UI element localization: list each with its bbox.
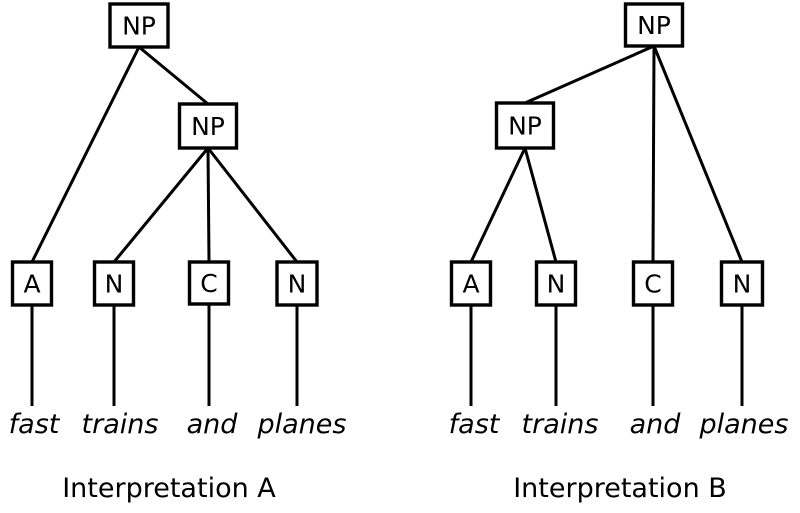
tree-interpretation-a-edge-np-inner-n2: [206, 147, 299, 263]
tree-interpretation-a-n1-label: N: [105, 270, 124, 299]
tree-interpretation-b-c-label: C: [644, 270, 661, 299]
tree-interpretation-a-edge-np-inner-n1: [112, 147, 210, 263]
tree-interpretation-b-n2-box: [719, 260, 765, 307]
tree-interpretation-b-caption: Interpretation B: [513, 473, 727, 504]
tree-interpretation-a-edge-np-inner-c: [206, 147, 211, 263]
tree-interpretation-b-w-fast: fast: [449, 409, 501, 440]
tree-interpretation-a-n2-label: N: [288, 270, 307, 299]
tree-interpretation-a-w-fast: fast: [9, 409, 61, 440]
tree-interpretation-b-edge-np-root-c: [651, 45, 656, 263]
tree-interpretation-b-edge-np-root-n2: [652, 45, 744, 263]
tree-interpretation-b-a-box: [449, 260, 493, 307]
tree-interpretation-a-n1-box: [92, 260, 136, 307]
tree-interpretation-a-np-root-label: NP: [122, 12, 156, 41]
tree-interpretation-a-w-trains: trains: [82, 409, 159, 440]
tree-interpretation-b-np-root-label: NP: [637, 11, 671, 40]
tree-interpretation-b-np-inner-label: NP: [508, 112, 542, 141]
tree-interpretation-a-w-planes: planes: [257, 409, 347, 440]
tree-interpretation-b-np-root-box: [623, 2, 685, 48]
tree-interpretation-a-edge-np-root-a: [30, 46, 141, 263]
tree-interpretation-b-w-and: and: [630, 409, 682, 440]
tree-interpretation-b-w-planes: planes: [699, 409, 789, 440]
tree-interpretation-a-n2-box: [275, 260, 319, 307]
tree-interpretation-a-a-box: [10, 260, 54, 307]
tree-interpretation-a-np-root-box: [108, 2, 170, 49]
tree-interpretation-a-np-inner-box: [177, 102, 239, 150]
tree-interpretation-b-n2-label: N: [733, 270, 752, 299]
tree-interpretation-a-w-and: and: [187, 409, 239, 440]
tree-interpretation-a-c-box: [187, 260, 231, 306]
tree-interpretation-a-caption: Interpretation A: [62, 473, 276, 504]
tree-interpretation-b-edge-np-root-np-inner: [524, 44, 655, 105]
tree-interpretation-a-np-inner-label: NP: [191, 112, 225, 141]
tree-interpretation-b-a-label: A: [462, 270, 479, 299]
tree-interpretation-a-a-label: A: [23, 270, 40, 299]
tree-interpretation-b-np-inner-box: [494, 101, 556, 150]
tree-interpretation-b-w-trains: trains: [522, 409, 599, 440]
tree-interpretation-a-edge-np-root-np-inner: [138, 45, 209, 106]
tree-interpretation-b-edge-np-inner-n1: [523, 147, 558, 263]
tree-interpretation-b-n1-box: [534, 260, 578, 307]
tree-interpretation-b-n1-label: N: [547, 270, 566, 299]
tree-interpretation-b-edge-np-inner-a: [469, 147, 527, 263]
tree-interpretation-a-c-label: C: [200, 269, 217, 298]
tree-interpretation-b-c-box: [631, 260, 675, 307]
